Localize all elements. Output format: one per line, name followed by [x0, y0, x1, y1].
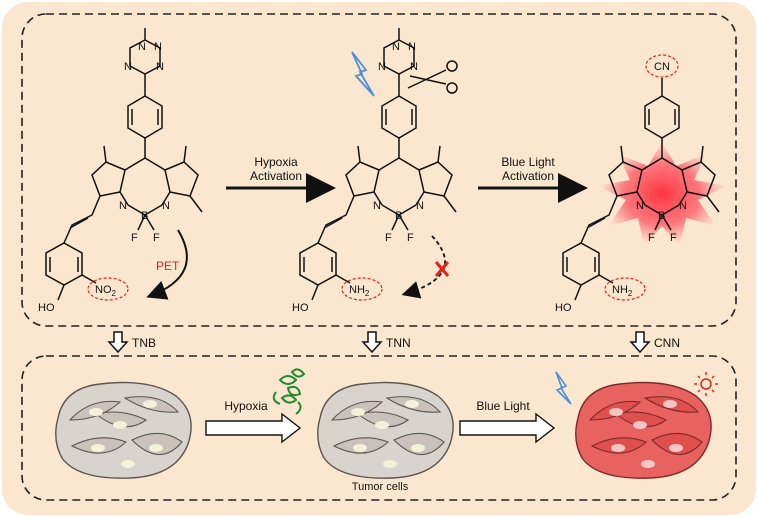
- tumor-cells-label: Tumor cells: [352, 481, 409, 493]
- atom-f: F: [407, 232, 414, 244]
- label-tnn: TNN: [386, 336, 411, 350]
- cross-mark-icon: [434, 261, 450, 277]
- atom-f: F: [670, 232, 677, 244]
- atom-f: F: [153, 232, 160, 244]
- molecule-panel: [21, 13, 737, 327]
- tetrazine-n: N: [410, 61, 418, 73]
- hydroxyl-label: HO: [38, 302, 55, 314]
- atom-n: N: [679, 200, 687, 212]
- cnn-molecule: [562, 78, 720, 301]
- blue-light-activation-line1: Blue Light: [501, 155, 555, 169]
- atom-f: F: [131, 232, 138, 244]
- tnn-atom-labels: N N N N N N B F F HO NH2: [292, 41, 424, 314]
- protein-icon: [272, 368, 306, 415]
- hydroxyl-label: HO: [292, 302, 309, 314]
- tetrazine-n: N: [154, 41, 162, 53]
- atom-b: B: [141, 210, 148, 222]
- blue-light-label: Blue Light: [476, 399, 530, 413]
- atom-b: B: [658, 210, 665, 222]
- atom-f: F: [648, 232, 655, 244]
- down-arrows: [107, 331, 651, 354]
- hypoxia-label: Hypoxia: [224, 399, 268, 413]
- lightning-bolt-icon: [555, 371, 572, 405]
- cnn-atom-labels: CN N N B F F HO NH2: [555, 54, 687, 314]
- label-cnn: CNN: [654, 336, 680, 350]
- nitro-label: NO2: [95, 284, 117, 298]
- cell-cluster-1: [55, 381, 192, 479]
- label-tnb: TNB: [132, 336, 156, 350]
- amine-label: NH2: [349, 284, 370, 298]
- fluorescence-glow: [598, 142, 726, 246]
- tetrazine-n: N: [408, 41, 416, 53]
- cell-cluster-3: [575, 381, 712, 479]
- hypoxia-activation-line1: Hypoxia: [254, 155, 298, 169]
- atom-f: F: [385, 232, 392, 244]
- hypoxia-activation-line2: Activation: [250, 169, 302, 183]
- atom-n: N: [636, 200, 644, 212]
- sun-icon: [694, 372, 718, 396]
- cell-panel: [21, 355, 737, 501]
- hypoxia-block-arrow: [205, 412, 302, 444]
- cell-cluster-2: [317, 381, 454, 479]
- amine-label: NH2: [612, 284, 633, 298]
- tetrazine-n: N: [138, 41, 146, 53]
- atom-n: N: [162, 200, 170, 212]
- pet-label: PET: [156, 259, 180, 273]
- tnb-atom-labels: N N N N N N B F F HO NO2: [38, 41, 170, 314]
- blue-light-activation-line2: Activation: [502, 169, 554, 183]
- tetrazine-n: N: [378, 61, 386, 73]
- tnn-molecule: [299, 28, 457, 301]
- scissors-icon: [407, 60, 458, 94]
- amine-highlight: [604, 277, 646, 301]
- cyano-label: CN: [654, 61, 670, 73]
- tetrazine-n: N: [156, 61, 164, 73]
- atom-n: N: [119, 200, 127, 212]
- tnb-molecule: [45, 28, 203, 301]
- atom-b: B: [395, 210, 402, 222]
- nitro-highlight: [87, 277, 129, 301]
- atom-n: N: [416, 200, 424, 212]
- hydroxyl-label: HO: [555, 302, 572, 314]
- down-arrow-tnb: [107, 331, 129, 354]
- down-arrow-cnn: [629, 331, 651, 354]
- blue-light-block-arrow: [459, 412, 556, 444]
- amine-highlight: [341, 277, 383, 301]
- tetrazine-n: N: [124, 61, 132, 73]
- down-arrow-tnn: [361, 331, 383, 354]
- tetrazine-n: N: [392, 41, 400, 53]
- cyano-highlight: [645, 54, 679, 78]
- lightning-bolt-icon: [351, 51, 375, 97]
- atom-n: N: [373, 200, 381, 212]
- pet-arrow: [146, 229, 188, 300]
